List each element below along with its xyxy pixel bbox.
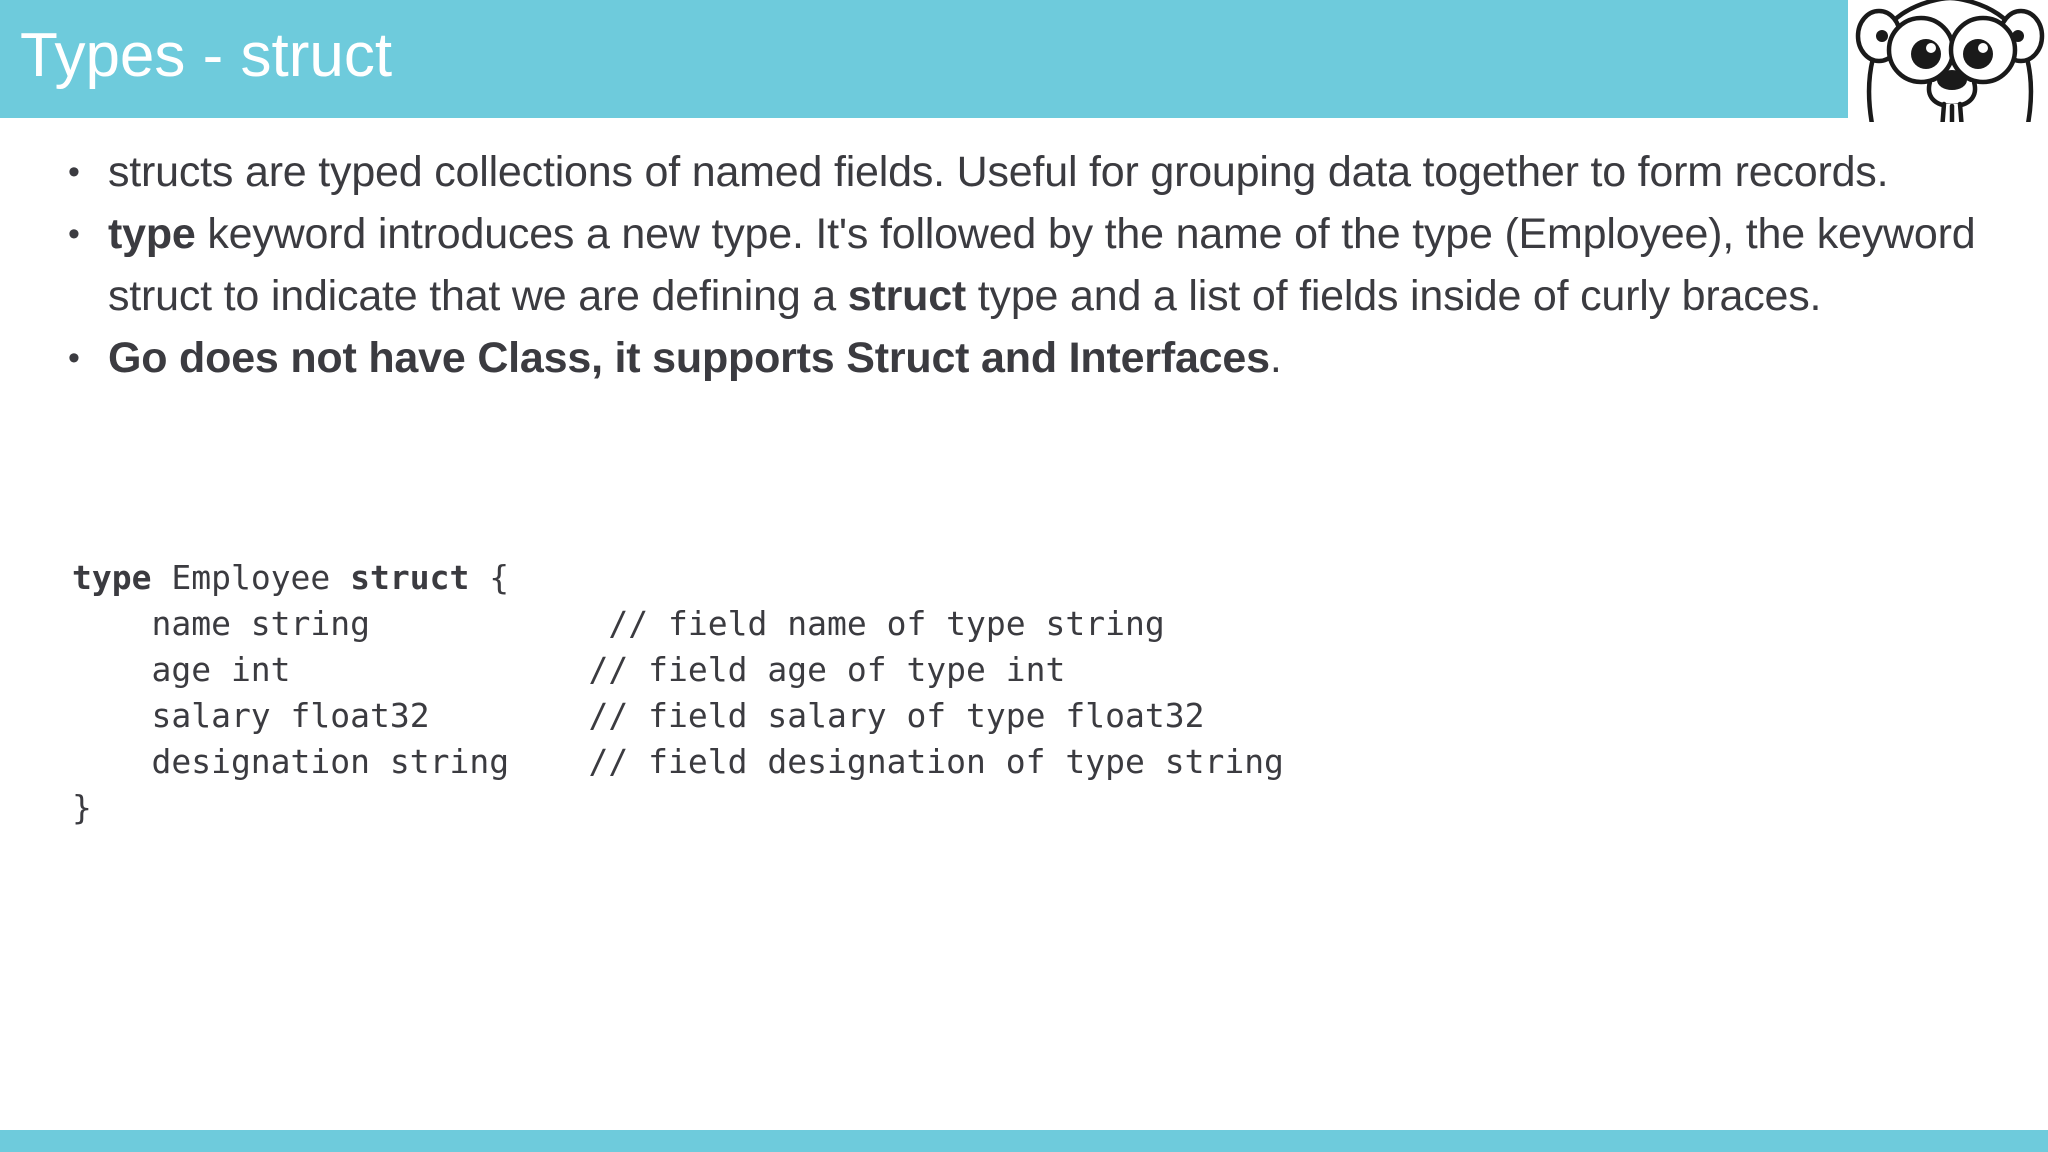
code-text: }	[72, 788, 92, 827]
slide-header-bar	[0, 0, 1848, 118]
slide-body: structs are typed collections of named f…	[0, 118, 2048, 1130]
bullet-type-keyword: type keyword introduces a new type. It's…	[60, 203, 2020, 327]
code-text: designation string // field designation …	[72, 742, 1284, 781]
code-line: salary float32 // field salary of type f…	[72, 696, 1204, 735]
go-gopher-logo	[1848, 0, 2048, 122]
bullet-structs-intro: structs are typed collections of named f…	[60, 141, 2020, 203]
code-line: type Employee struct {	[72, 558, 509, 597]
body-text: keyword introduces a new type. It's foll…	[108, 210, 1976, 320]
code-line: age int // field age of type int	[72, 650, 1065, 689]
code-line: }	[72, 788, 92, 827]
emphasis-text: struct	[847, 272, 967, 320]
code-text: name string // field name of type string	[72, 604, 1165, 643]
bullet-no-class: Go does not have Class, it supports Stru…	[60, 327, 2020, 389]
code-text: {	[469, 558, 510, 597]
body-text: .	[1269, 334, 1282, 382]
page-title: Types - struct	[20, 21, 393, 90]
code-keyword: type	[72, 558, 152, 597]
body-text: structs are typed collections of named f…	[108, 148, 1889, 196]
emphasis-text: Go does not have Class, it supports Stru…	[108, 334, 1270, 382]
emphasis-text: type	[108, 210, 196, 258]
code-block: type Employee struct { name string // fi…	[72, 555, 1284, 831]
code-text: age int // field age of type int	[72, 650, 1066, 689]
body-text: type and a list of fields inside of curl…	[966, 272, 1822, 320]
code-keyword: struct	[350, 558, 470, 597]
go-gopher-icon	[1855, 0, 2045, 122]
bullet-list: structs are typed collections of named f…	[60, 141, 2020, 389]
code-text: Employee	[151, 558, 351, 597]
code-text: salary float32 // field salary of type f…	[72, 696, 1205, 735]
code-line: name string // field name of type string	[72, 604, 1165, 643]
slide-footer-bar	[0, 1130, 2048, 1152]
code-line: designation string // field designation …	[72, 742, 1284, 781]
